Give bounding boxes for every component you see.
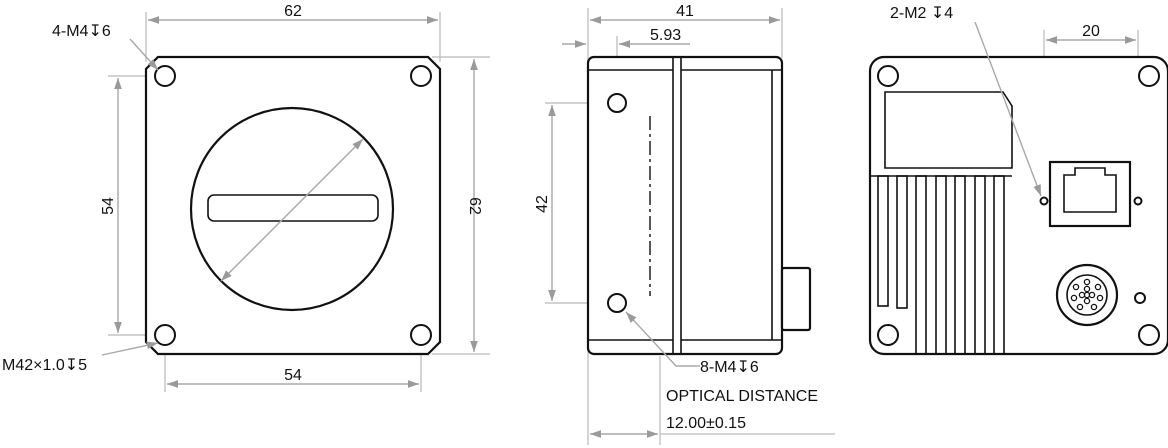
lens-mount-circle [189, 106, 395, 312]
side-holes-leader [625, 311, 700, 367]
side-connector [780, 266, 812, 332]
lens-mount-leader [101, 341, 159, 356]
side-depth-label: 41 [676, 3, 694, 20]
mount-hole-bottom-right [410, 324, 432, 346]
rear-hole-bottom-right [1138, 324, 1160, 346]
mount-hole-bottom-left [154, 324, 176, 346]
side-view: 41 5.93 42 8-M4↧6 OPTICAL DISTANCE 12.00… [534, 3, 835, 445]
front-bottom-width-label: 54 [284, 367, 302, 384]
rear-hole-top-left [877, 65, 899, 87]
rear-screw-left [1039, 196, 1049, 206]
ethernet-port-socket [1063, 167, 1117, 213]
ethernet-port [1048, 160, 1132, 228]
rear-screw-note: 2-M2 ↧4 [890, 5, 953, 22]
side-hole-top [607, 93, 627, 113]
side-offset-label: 5.93 [650, 27, 681, 44]
mount-holes-leader [129, 38, 159, 71]
rear-hole-top-right [1138, 65, 1160, 87]
front-width-label: 62 [284, 3, 302, 20]
rear-label-plate [884, 91, 1013, 169]
rear-heatsink-fins [870, 175, 1012, 355]
rear-hole-bottom-left [877, 324, 899, 346]
side-hole-spacing-label: 42 [534, 195, 551, 213]
mount-hole-top-left [154, 65, 176, 87]
optical-distance-label: OPTICAL DISTANCE [666, 388, 818, 405]
rear-port-spacing-label: 20 [1082, 23, 1100, 40]
rear-led [1134, 292, 1146, 304]
side-holes-note: 8-M4↧6 [700, 359, 759, 376]
rear-screw-leader [974, 21, 1042, 197]
front-right-height-label: 62 [466, 197, 483, 215]
mount-hole-top-right [410, 65, 432, 87]
lens-mount-note: M42×1.0↧5 [2, 357, 87, 374]
circular-connector-pins [1070, 278, 1104, 311]
mount-holes-note: 4-M4↧6 [52, 23, 111, 40]
rear-view: 2-M2 ↧4 20 [868, 5, 1168, 356]
lens-diameter-line [220, 138, 364, 282]
front-view: 62 54 54 62 4-M4↧6 M42×1.0↧5 [2, 3, 490, 392]
front-left-height-label: 54 [100, 197, 117, 215]
rear-screw-right [1133, 196, 1143, 206]
side-hole-bottom [607, 293, 627, 313]
optical-distance-value: 12.00±0.15 [666, 415, 746, 432]
